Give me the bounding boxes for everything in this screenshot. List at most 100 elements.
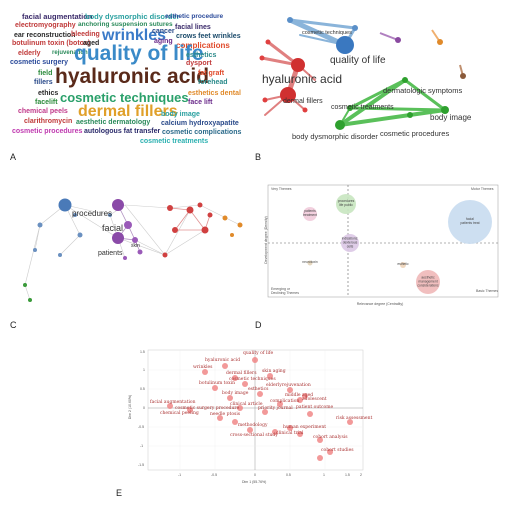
point-label: botulinum toxin <box>199 381 236 386</box>
wordcloud-word: elderly <box>18 50 41 57</box>
wordcloud-word: anchoring suspension sutures <box>78 21 173 28</box>
wordcloud-word: cosmetic techniques <box>60 90 189 105</box>
x-axis-title: Relevance degree (Centrality) <box>356 302 404 306</box>
node-body-image <box>441 106 449 114</box>
x-axis-title: Dim 1 (55.76%) <box>242 480 267 484</box>
wordcloud-word: quality of life <box>74 42 204 65</box>
point-label: rejuvenation <box>282 383 311 388</box>
tick-label: 1.5 <box>345 473 350 477</box>
node-skin <box>132 237 138 243</box>
point-label: esthetics <box>248 387 269 392</box>
point-label: human experiment <box>283 425 327 430</box>
point-label: wrinkles <box>193 365 213 370</box>
quadrant-niche: Very Themes <box>271 187 292 191</box>
wordcloud-word: rejuvenation <box>52 50 88 56</box>
label-procedures: procedures <box>72 209 113 218</box>
panel-letter-a: A <box>10 152 17 162</box>
point-label: cross-sectional study <box>230 433 278 438</box>
label-dermatologic-symptoms: dermatologic symptoms <box>383 86 463 95</box>
panel-letter-e: E <box>116 488 123 498</box>
wordcloud-word: bleeding <box>71 31 100 38</box>
theme-bubble-label: facial patients treat <box>460 217 480 225</box>
wordcloud-word: forehead <box>198 79 228 86</box>
wordcloud-word: ear reconstruction <box>14 32 76 39</box>
point-label: needle ptosis <box>210 412 241 417</box>
theme-bubble-label: patients treatment <box>303 209 317 217</box>
node-quality-of-life <box>336 36 354 54</box>
point-label: clinical trial <box>276 431 304 436</box>
tick-label: 2 <box>360 473 362 477</box>
wordcloud-word: hyaluronic acid <box>55 65 210 88</box>
point-label: risk assessment <box>336 416 373 421</box>
label-patients: patients <box>98 250 123 257</box>
tick-label: 1.5 <box>140 350 145 354</box>
wordcloud-word: clarithromycin <box>24 118 73 125</box>
label-quality-of-life: quality of life <box>330 55 386 66</box>
point-label: patient outcome <box>296 405 334 410</box>
label-cosmetic-treatments: cosmetic treatments <box>331 104 394 111</box>
label-cosmetic-procedures: cosmetic procedures <box>380 129 450 138</box>
wordcloud-word: cosmetic surgery <box>10 59 68 66</box>
panel-a-wordcloud: facial augmentation body dysmorphic diso… <box>0 0 250 150</box>
point-label: hyaluronic acid <box>205 358 241 363</box>
wordcloud-word: body image <box>161 111 200 118</box>
wordcloud-word: field <box>38 70 53 77</box>
label-cosmetic-techniques: cosmetic techniques <box>302 30 352 36</box>
tick-label: 1 <box>143 368 145 372</box>
point-label: priority journal <box>258 406 293 411</box>
node-hyaluronic-acid <box>291 58 305 72</box>
wordcloud-word: electromyography <box>15 22 76 29</box>
theme-bubble-label: indications: dexterous cells <box>341 236 359 248</box>
wordcloud-word: complications <box>176 41 230 50</box>
panel-letter-b: B <box>255 152 262 162</box>
wordcloud-word: esthetics <box>186 52 217 59</box>
wordcloud-word: ethics <box>38 90 59 97</box>
wordcloud-word: body dysmorphic disorder <box>85 12 180 21</box>
point-label: facial augmentation <box>150 400 196 405</box>
tick-label: 0.5 <box>140 387 145 391</box>
point-label: complication <box>270 399 300 404</box>
point-label: cohort studies <box>321 448 354 453</box>
wordcloud-word: cosmetic complications <box>162 129 242 136</box>
wordcloud-word: aged <box>83 40 100 47</box>
wordcloud-word: fat graft <box>198 70 225 77</box>
wordcloud-word: esthetic procedure <box>165 13 224 20</box>
point-label: methodology <box>238 423 268 428</box>
point-label: adolescent <box>302 397 327 402</box>
panel-letter-c: C <box>10 320 17 330</box>
wordcloud-word: botulinum toxin (botox) <box>12 40 91 47</box>
wordcloud-word: facial lines <box>175 24 211 31</box>
tick-label: -1.5 <box>138 463 145 467</box>
wordcloud-word: aging <box>154 38 173 45</box>
theme-bubble-label: aesthetic management considerations <box>417 275 439 287</box>
wordcloud-word: fillers <box>34 79 53 86</box>
wordcloud-word: dermal fillers <box>78 103 178 120</box>
tick-label: -0.5 <box>211 473 218 477</box>
wordcloud-word: cosmetic treatments <box>140 138 209 145</box>
tick-label: 0.5 <box>286 473 291 477</box>
point-label: cosmetic techniques <box>229 377 276 382</box>
label-body-image: body image <box>430 113 472 122</box>
theme-bubble-label: neurotoxin <box>302 260 318 265</box>
node-patients <box>112 232 124 244</box>
panel-letter-d: D <box>255 320 262 330</box>
tick-label: -1 <box>140 444 144 448</box>
node-dermal-fillers <box>280 87 296 103</box>
wordcloud-word: cosmetic procedures <box>12 128 83 135</box>
theme-bubble-label: procedures life public <box>337 199 355 207</box>
label-skin: skin <box>131 243 140 249</box>
label-body-dysmorphic-disorder: body dysmorphic disorder <box>292 132 378 141</box>
wordcloud-word: autologous fat transfer <box>84 128 161 135</box>
point-label: clinical article <box>230 402 263 407</box>
y-axis-title: Dim 2 (10.60%) <box>128 394 133 420</box>
point-label: dermal fillers <box>226 371 257 376</box>
point-label: cosmetic surgery procedure <box>175 406 240 411</box>
point-label: elderly <box>266 383 282 388</box>
point-label: middle aged <box>285 393 314 398</box>
tick-label: -1 <box>178 473 182 477</box>
label-facial: facial <box>102 223 124 233</box>
wordcloud-word: cancer <box>152 28 175 35</box>
